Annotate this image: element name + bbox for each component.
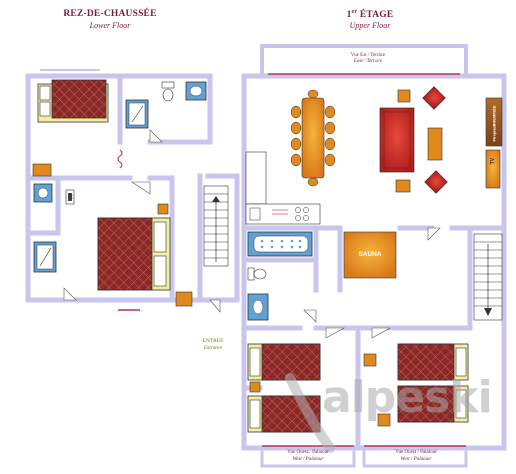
kitchen	[245, 151, 321, 225]
bed-lower-1	[37, 79, 109, 123]
logo-swoosh	[285, 373, 335, 453]
nightstand	[363, 353, 377, 367]
lower-floor-subtitle: Lower Floor	[89, 21, 131, 30]
bed-upper-3	[397, 343, 469, 381]
fireplace-label-b: Fireplace	[491, 123, 497, 142]
lower-floor-walls	[25, 73, 240, 303]
dining-table	[290, 89, 336, 187]
terrace-label: Vue Est / Terrâce	[350, 53, 386, 58]
nightstand	[32, 163, 52, 177]
sauna-room	[343, 231, 397, 279]
curtain	[117, 149, 123, 169]
door-swings-upper	[303, 227, 441, 339]
sink-upper	[247, 293, 269, 321]
bed-upper-2	[247, 395, 321, 433]
balcony-right-outline	[362, 448, 468, 468]
bed-upper-4	[397, 385, 469, 423]
terrace-label-en: East / Terrace	[353, 59, 383, 64]
tv-label-upper: TV	[490, 157, 496, 165]
tv-label-lower: TV	[68, 193, 74, 200]
balcony-left-label: Vue Ouest / Palaiour	[287, 450, 329, 455]
sauna-label: SAUNA	[358, 251, 382, 258]
balcony-right-label: Vue Ouest / Palaiour	[395, 450, 437, 455]
upper-floor-title: 1er ÉTAGE	[320, 9, 420, 20]
bed-upper-1	[247, 343, 321, 381]
balcony-left-label-en: West / Palaiour	[292, 457, 324, 462]
toilet-upper	[247, 267, 267, 281]
upper-floor-title-main: 1	[346, 10, 352, 21]
side-table	[395, 179, 411, 193]
stairs-lower	[203, 185, 229, 267]
fireplace	[485, 97, 503, 147]
nightstand	[157, 203, 169, 215]
toilet-lower-2	[65, 189, 75, 205]
sofa	[379, 107, 415, 173]
nightstand	[175, 291, 193, 307]
bed-lower-2	[97, 217, 171, 291]
entrance-label: ENTREE	[202, 338, 224, 344]
sink-lower-2	[33, 183, 53, 203]
balcony-left-outline	[260, 448, 356, 468]
upper-floor-title-rest: ÉTAGE	[357, 10, 394, 21]
door-swings-lower	[63, 129, 163, 301]
upper-floor-title-sup: er	[351, 9, 358, 15]
alpeski-logo: alpeski	[322, 372, 493, 423]
tv-cabinet	[485, 149, 501, 189]
upper-floor-subtitle: Upper Floor	[349, 21, 391, 30]
terrace-outline	[260, 44, 468, 76]
toilet-lower-1	[161, 81, 175, 102]
nightstand	[377, 413, 391, 427]
balcony-right-label-en: West / Palaiour	[400, 457, 432, 462]
stairs-upper	[473, 233, 503, 321]
sink-lower-1	[185, 81, 207, 101]
armchair	[424, 170, 448, 194]
fireplace-label: CHEMINÉE Fireplace	[486, 105, 502, 141]
nightstand	[249, 381, 261, 393]
shower-lower-1	[125, 99, 149, 129]
lower-floor-title: REZ-DE-CHAUSSÉE	[63, 9, 157, 19]
bathtub	[247, 231, 313, 257]
shower-lower-2	[33, 241, 57, 273]
side-table	[397, 89, 411, 103]
coffee-table	[427, 127, 443, 161]
entrance-label-en: Entrance	[203, 346, 223, 351]
entrance-door	[209, 299, 221, 313]
armchair	[422, 86, 446, 110]
